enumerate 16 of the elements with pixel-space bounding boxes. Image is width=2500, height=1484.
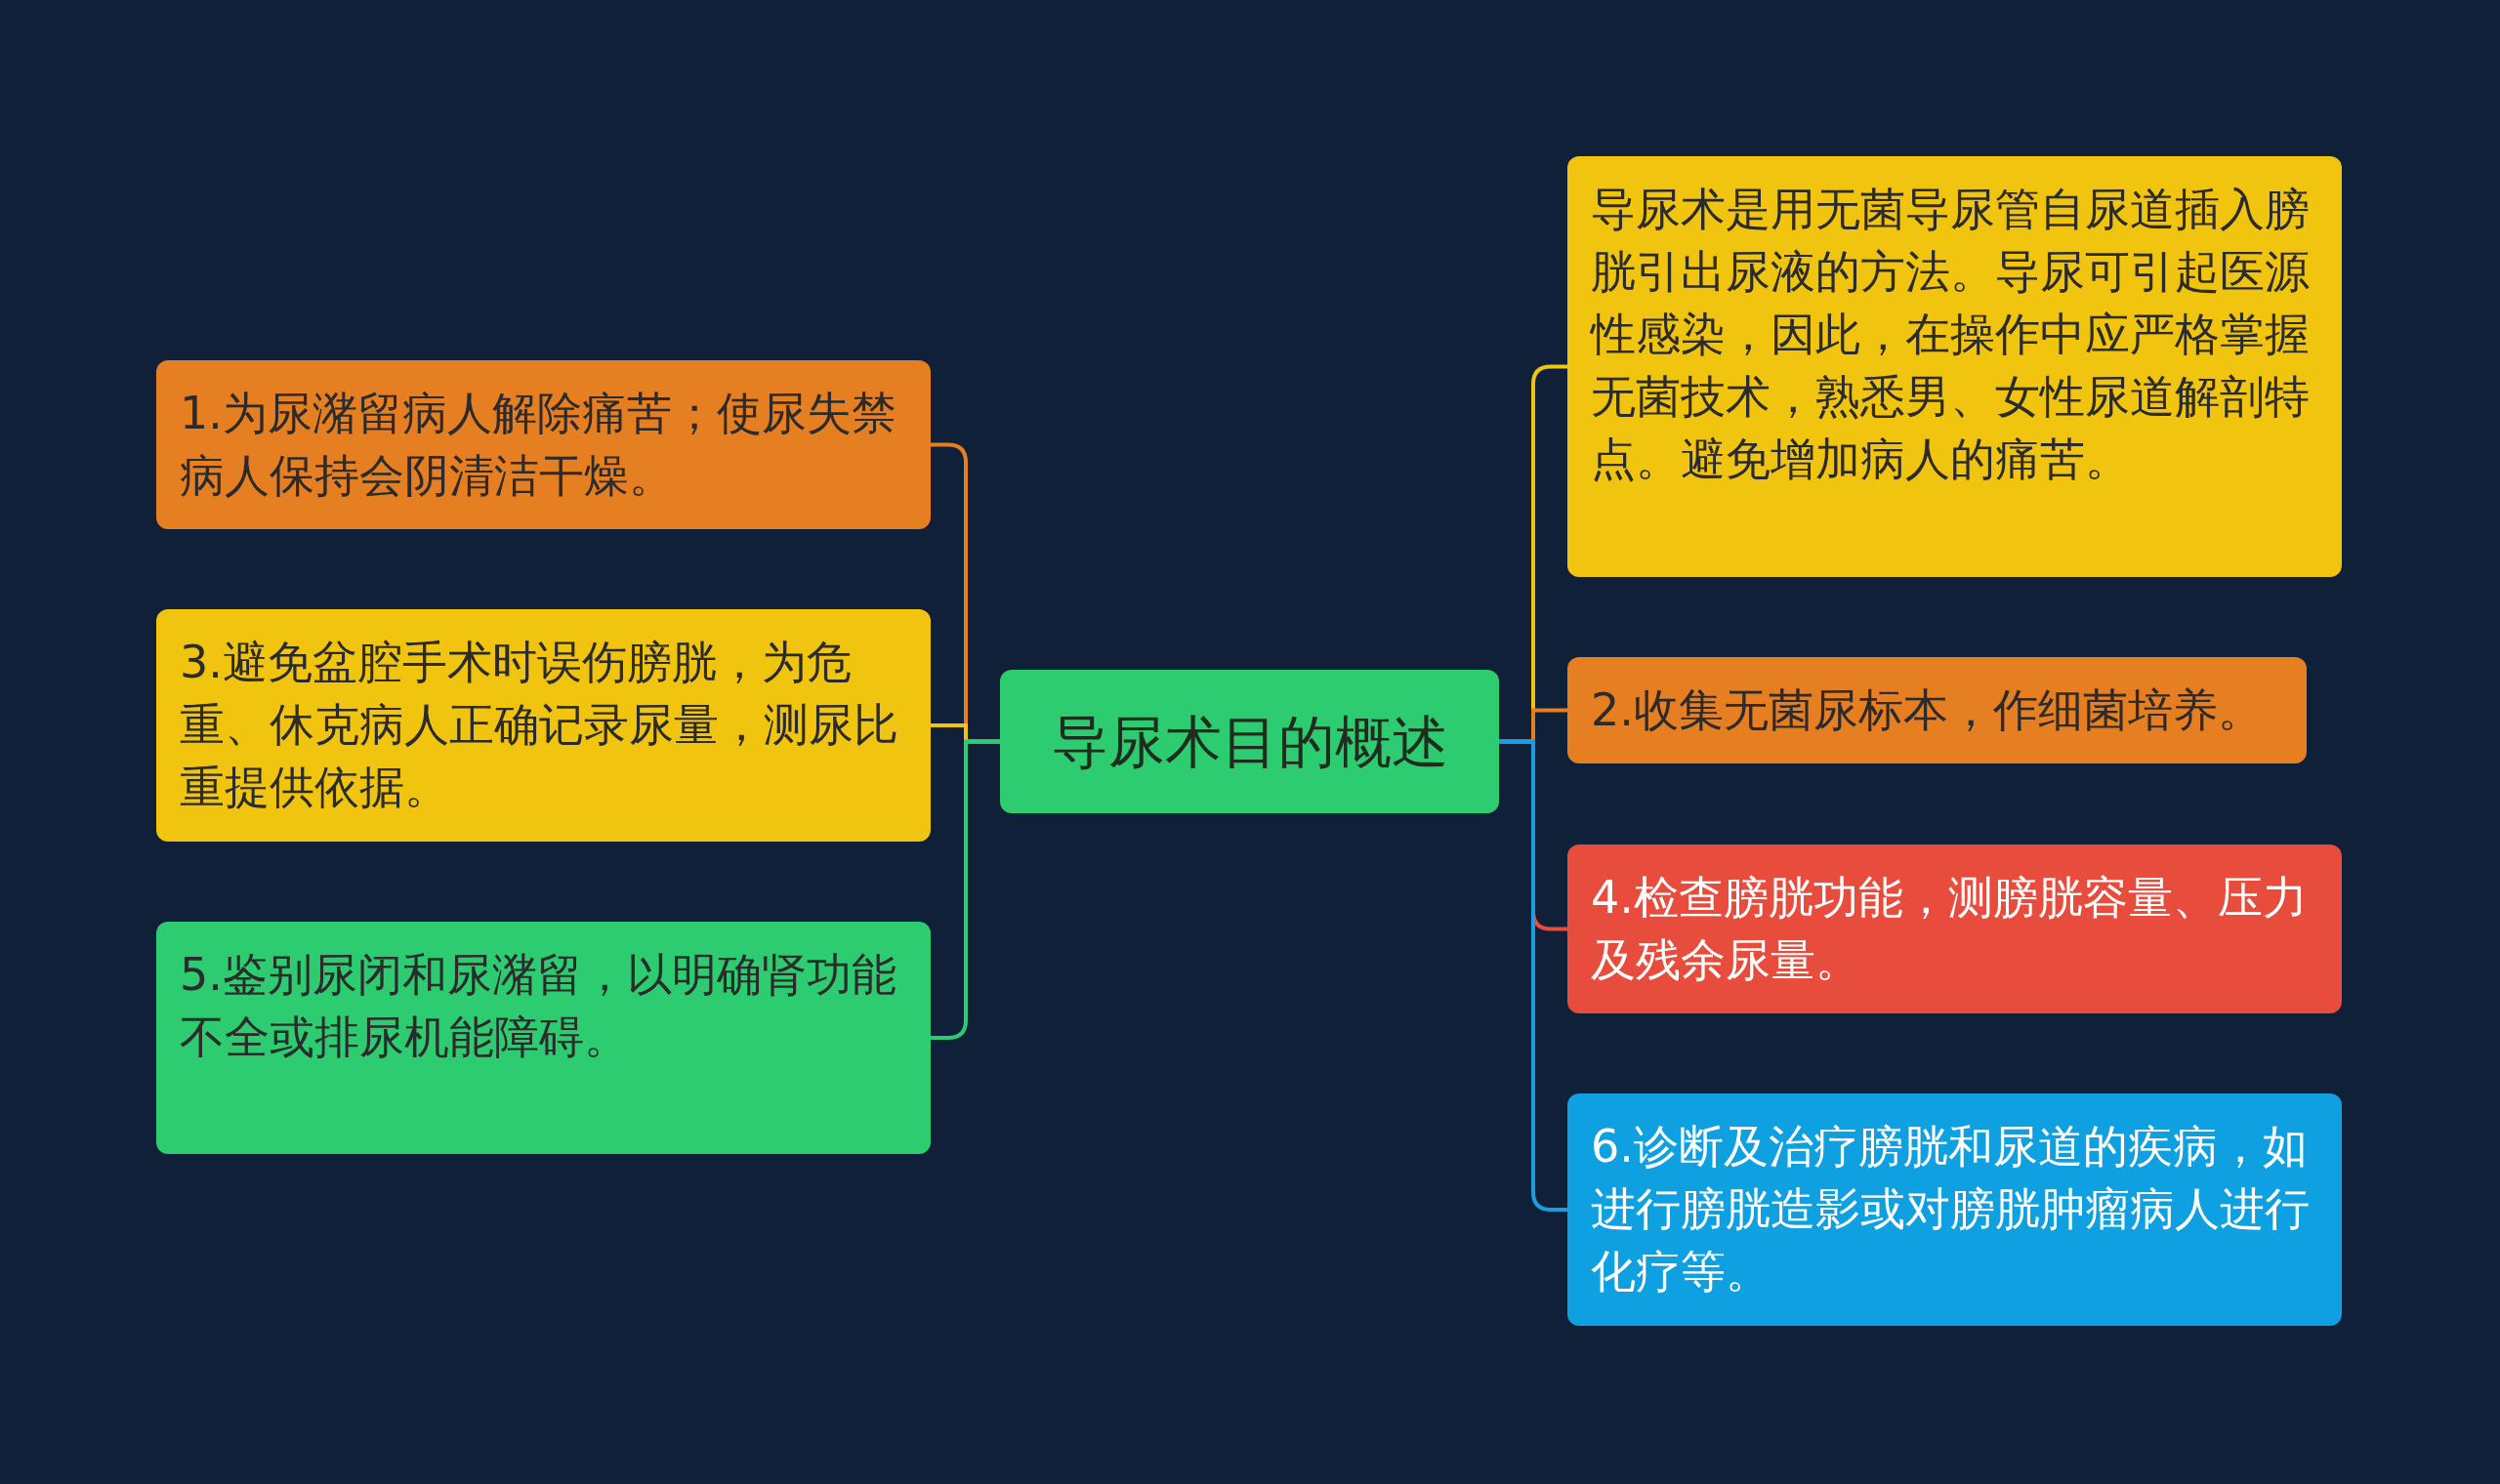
branch-box	[156, 922, 931, 1154]
branch-box	[156, 360, 931, 529]
node-text: 2.收集无菌尿标本，作细菌培养。	[1591, 683, 2263, 736]
node-text: 4.检查膀胱功能，测膀胱容量、压力及残余尿量。	[1591, 871, 2308, 986]
node-text: 导尿术目的概述	[1051, 710, 1448, 773]
branch-box	[1567, 1093, 2342, 1326]
topic-box	[1000, 670, 1499, 813]
node-text: 3.避免盆腔手术时误伤膀胱，为危重、休克病人正确记录尿量，测尿比重提供依据。	[180, 636, 898, 813]
node-text: 6.诊断及治疗膀胱和尿道的疾病，如进行膀胱造影或对膀胱肿瘤病人进行化疗等。	[1591, 1120, 2310, 1298]
branch-box	[156, 609, 931, 842]
node-text: 导尿术是用无菌导尿管自尿道插入膀胱引出尿液的方法。导尿可引起医源性感染，因此，在操作中应严格掌握无菌技术，熟悉男、女性尿道解剖特点。避免增加病人的痛苦。	[1591, 183, 2310, 485]
branch-box	[1567, 845, 2342, 1013]
branch-box	[1567, 657, 2307, 763]
node-text: 5.鉴别尿闭和尿潴留，以明确肾功能不全或排尿机能障碍。	[180, 948, 896, 1063]
node-text: 1.为尿潴留病人解除痛苦；使尿失禁病人保持会阴清洁干燥。	[180, 387, 896, 502]
branch-box	[1567, 156, 2342, 577]
